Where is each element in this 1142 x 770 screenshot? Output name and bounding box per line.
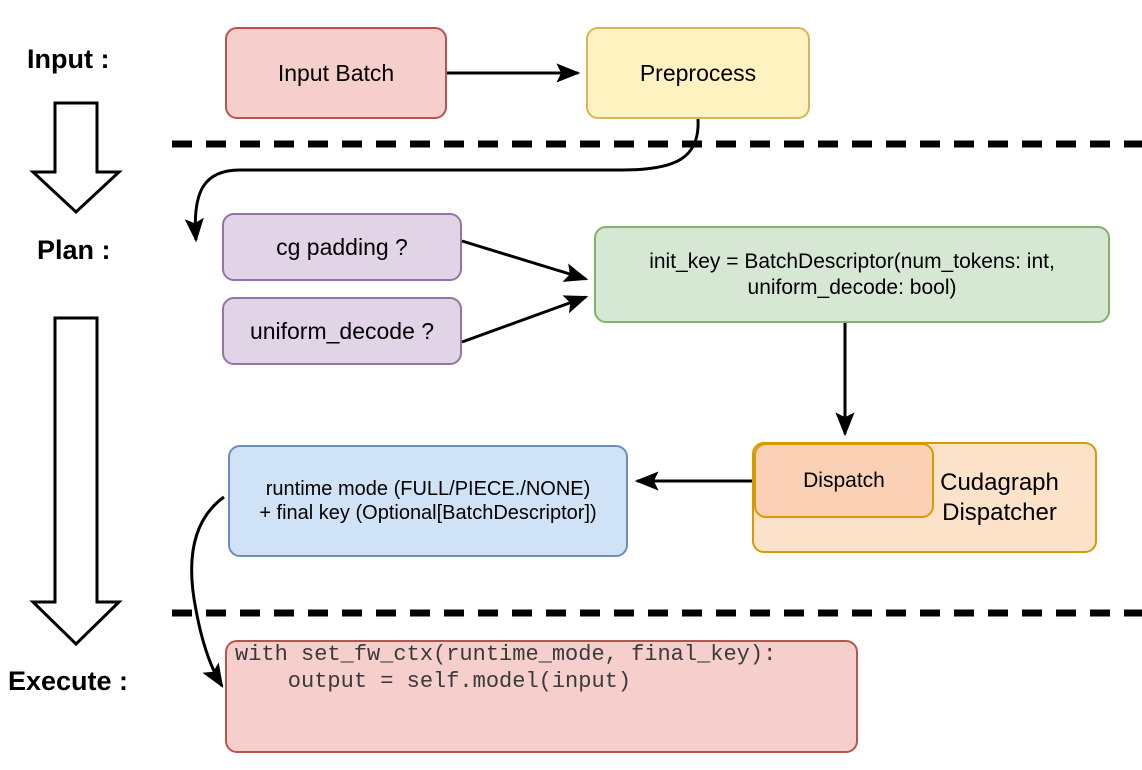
execute-stage: Execute : [8,666,129,696]
cudagraph-dispatcher-line-2: Dispatcher [942,498,1057,526]
runtime-mode-line-1: runtime mode (FULL/PIECE./NONE) [265,477,591,500]
stage-arrow-input-to-plan [29,101,123,215]
cudagraph-dispatcher-line-1: Cudagraph [940,469,1059,497]
uniform-decode-node[interactable]: uniform_decode ? [222,297,462,365]
init-key-line-1: init_key = BatchDescriptor(num_tokens: i… [649,249,1055,273]
runtime-mode-node[interactable]: runtime mode (FULL/PIECE./NONE) + final … [228,445,628,557]
plan-stage: Plan : [37,235,111,265]
cg-padding-label: cg padding ? [276,233,408,260]
dispatch-label: Dispatch [803,468,885,492]
init-key-line-2: uniform_decode: bool) [747,275,957,299]
uniform-decode-label: uniform_decode ? [249,317,435,344]
cg-padding-node[interactable]: cg padding ? [222,213,462,281]
execute-code-line-2: output = self.model(input) [235,668,632,694]
stage-arrow-plan-to-execute [29,316,123,647]
init-key-node[interactable]: init_key = BatchDescriptor(num_tokens: i… [594,226,1110,323]
input-stage: Input : [27,44,110,74]
input-batch-label: Input Batch [277,59,395,86]
input-batch-node[interactable]: Input Batch [225,27,447,119]
execute-code-line-1: with set_fw_ctx(runtime_mode, final_key)… [235,642,777,667]
preprocess-label: Preprocess [639,59,757,86]
preprocess-node[interactable]: Preprocess [586,27,810,119]
execute-code-node[interactable]: with set_fw_ctx(runtime_mode, final_key)… [225,640,858,753]
runtime-mode-line-2: + final key (Optional[BatchDescriptor]) [259,502,597,524]
dispatch-node[interactable]: Dispatch [754,443,934,518]
